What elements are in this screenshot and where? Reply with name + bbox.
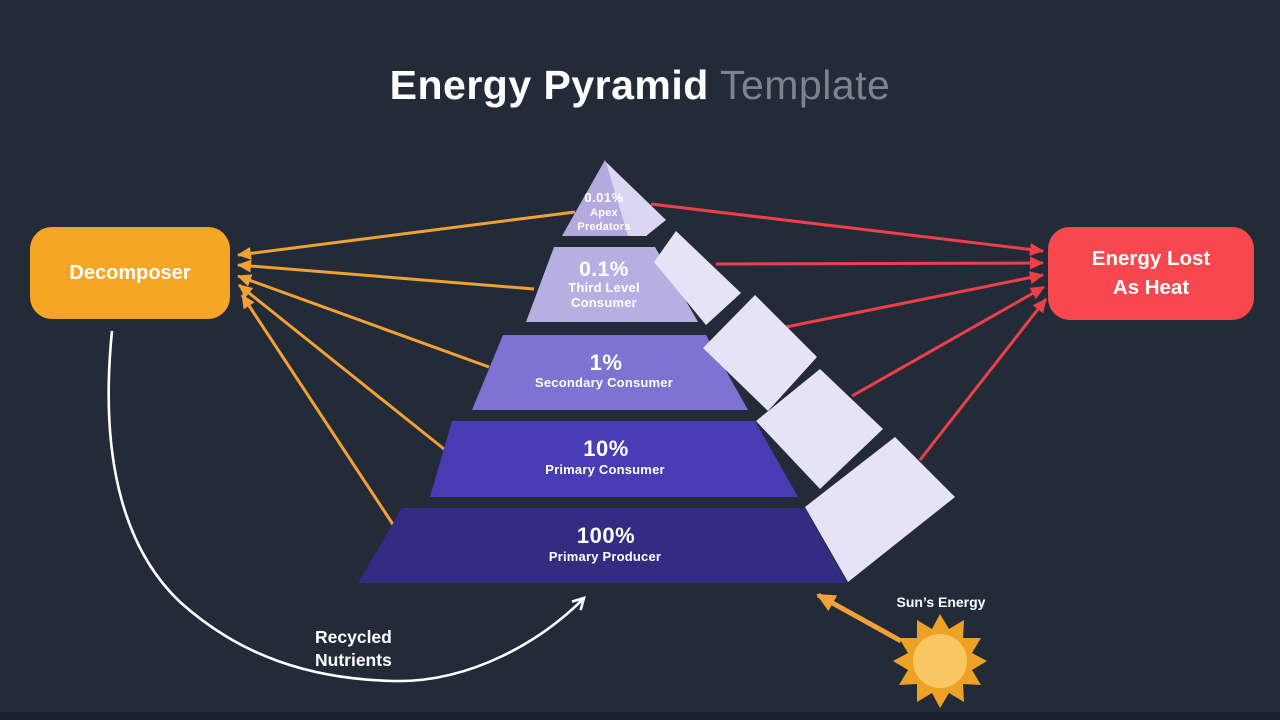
energy-lost-line2: As Heat	[1112, 275, 1190, 299]
recycled-label-line2: Nutrients	[315, 650, 392, 670]
recycled-nutrients-arrow	[107, 330, 586, 683]
red-arrow-level1	[650, 202, 1044, 256]
level3-value: 1%	[590, 350, 623, 375]
level1-name-line2: Predators	[577, 221, 630, 233]
orange-arrow-level5	[240, 294, 396, 527]
energy-lost-label: Energy Lost As Heat	[1092, 245, 1210, 302]
sun-energy-arrow	[816, 592, 903, 644]
level3-name: Secondary Consumer	[535, 375, 673, 390]
decomposer-label: Decomposer	[69, 261, 191, 284]
energy-lost-box[interactable]: Energy Lost As Heat	[1048, 227, 1254, 320]
orange-arrow-level1	[237, 210, 576, 260]
level4-value: 10%	[583, 436, 629, 461]
sun-icon[interactable]	[893, 614, 987, 708]
level1-name-line1: Apex	[590, 207, 618, 219]
side-piece-level2	[654, 231, 741, 325]
pyramid-level-4[interactable]	[430, 421, 798, 497]
slide-title: Energy Pyramid Template	[0, 62, 1280, 109]
footer-strip	[0, 712, 1280, 720]
orange-arrow-level3	[237, 274, 490, 369]
orange-arrow-level2	[237, 259, 535, 291]
red-arrow-level2	[715, 256, 1044, 270]
red-arrow-level5	[918, 298, 1048, 461]
level2-value: 0.1%	[579, 258, 629, 281]
red-arrow-level4	[851, 285, 1045, 398]
title-main: Energy Pyramid	[389, 62, 709, 108]
orange-arrow-level4	[238, 283, 445, 451]
side-piece-level3	[703, 295, 817, 411]
title-suffix: Template	[708, 62, 891, 108]
level4-name: Primary Consumer	[545, 462, 665, 477]
pyramid-level-3[interactable]	[472, 335, 748, 410]
pyramid-level-2[interactable]	[526, 247, 698, 322]
level2-name-line2: Consumer	[571, 295, 637, 310]
recycled-label-line1: Recycled	[315, 627, 392, 647]
sun-core	[913, 634, 967, 688]
pyramid-level-1-side-face	[606, 162, 666, 236]
pyramid-level-5[interactable]	[358, 508, 847, 583]
decomposer-box[interactable]: Decomposer	[30, 227, 230, 319]
level1-value: 0.01%	[584, 190, 623, 205]
suns-energy-label: Sun’s Energy	[897, 594, 986, 610]
red-arrow-level3	[785, 271, 1044, 329]
energy-lost-line1: Energy Lost	[1091, 246, 1211, 270]
level5-name: Primary Producer	[549, 549, 661, 564]
side-piece-level5	[805, 437, 955, 582]
level5-value: 100%	[577, 523, 635, 548]
side-piece-level4	[756, 369, 883, 489]
level2-name-line1: Third Level	[568, 280, 640, 295]
